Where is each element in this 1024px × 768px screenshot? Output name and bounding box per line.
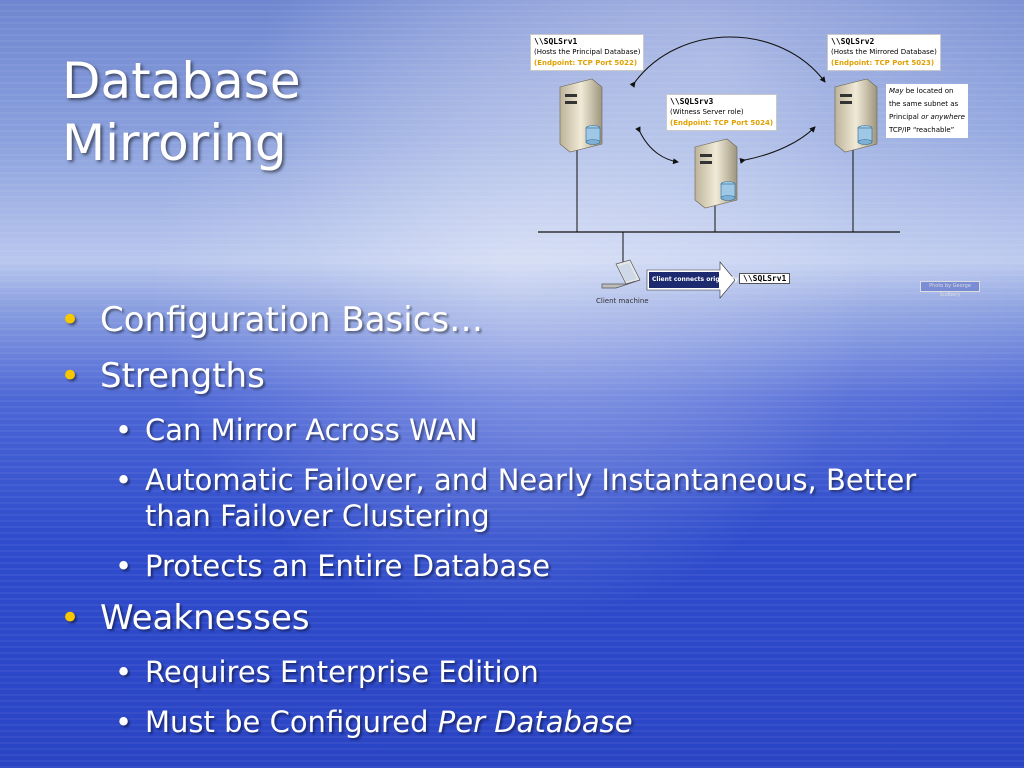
note-line1: be located on <box>903 87 954 95</box>
bullet-dot: • <box>60 598 81 638</box>
sqlsrv2-name: \\SQLSrv2 <box>831 37 875 46</box>
bullet-text: Configuration Basics… <box>100 300 484 340</box>
sub-bullet-wan: • Can Mirror Across WAN <box>60 412 980 448</box>
sub-bullet-failover: • Automatic Failover, and Nearly Instant… <box>60 462 980 534</box>
diagram-graphics <box>538 36 900 299</box>
sqlsrv3-role: (Witness Server role) <box>670 108 744 116</box>
photo-credit: Photo by George Sudbery <box>920 281 980 298</box>
sub-bullet-emphasis: Per Database <box>437 705 633 739</box>
bullet-strengths: • Strengths <box>60 356 980 396</box>
sub-bullet-text-line2: than Failover Clustering <box>145 499 490 533</box>
server-3-icon <box>694 138 738 209</box>
sqlsrv1-name: \\SQLSrv1 <box>534 37 578 46</box>
sub-bullet-text: Protects an Entire Database <box>145 549 551 583</box>
bullet-text: Strengths <box>100 356 265 396</box>
sub-bullet-enterprise: • Requires Enterprise Edition <box>60 654 980 690</box>
sqlsrv2-role: (Hosts the Mirrored Database) <box>831 48 937 56</box>
sub-bullet-dot: • <box>115 413 133 447</box>
note-line3-anywhere: anywhere <box>930 113 965 121</box>
server-1-icon <box>559 78 603 153</box>
bullet-dot: • <box>60 356 81 396</box>
client-machine-label: Client machine <box>596 297 649 305</box>
client-connects-text: Client connects originally to: <box>652 276 750 283</box>
sqlsrv3-label: \\SQLSrv3 (Witness Server role) (Endpoin… <box>666 94 778 131</box>
sub-bullet-dot: • <box>115 705 133 739</box>
sqlsrv3-name: \\SQLSrv3 <box>670 97 714 106</box>
bullet-list: • Configuration Basics… • Strengths • Ca… <box>60 300 980 754</box>
sqlsrv1-port: (Endpoint: TCP Port 5022) <box>534 59 638 67</box>
mirroring-diagram: \\SQLSrv1 (Hosts the Principal Database)… <box>530 32 990 312</box>
server-2-icon <box>834 78 878 153</box>
sub-bullet-dot: • <box>115 655 133 689</box>
note-line3-prefix: Principal <box>889 113 922 121</box>
sqlsrv2-port: (Endpoint: TCP Port 5023) <box>831 59 935 67</box>
bullet-configuration: • Configuration Basics… <box>60 300 980 340</box>
sub-bullet-text: Requires Enterprise Edition <box>145 655 539 689</box>
sub-bullet-text-line1: Automatic Failover, and Nearly Instantan… <box>145 463 917 497</box>
bullet-dot: • <box>60 300 81 340</box>
slide-title: Database Mirroring <box>62 50 382 174</box>
location-note: May be located on the same subnet as Pri… <box>886 84 968 138</box>
bullet-weaknesses: • Weaknesses <box>60 598 980 638</box>
arc-primary-witness <box>635 126 679 165</box>
note-may: May <box>889 87 904 95</box>
sqlsrv1-role: (Hosts the Principal Database) <box>534 48 641 56</box>
title-line-1: Database <box>62 52 301 110</box>
note-line2: the same subnet as <box>889 100 959 108</box>
arc-witness-mirror <box>739 126 816 164</box>
arc-primary-mirror <box>629 36 826 88</box>
note-line4: TCP/IP “reachable” <box>889 126 955 134</box>
sub-bullet-dot: • <box>115 549 133 583</box>
sub-bullet-dot: • <box>115 463 133 497</box>
client-target-label: \\SQLSrv1 <box>739 273 791 284</box>
sqlsrv2-label: \\SQLSrv2 (Hosts the Mirrored Database) … <box>827 34 941 71</box>
sub-bullet-text: Can Mirror Across WAN <box>145 413 478 447</box>
sqlsrv1-label: \\SQLSrv1 (Hosts the Principal Database)… <box>530 34 645 71</box>
sub-bullet-text: Must be Configured <box>145 705 438 739</box>
sqlsrv3-port: (Endpoint: TCP Port 5024) <box>670 119 774 127</box>
note-line3-or: or <box>921 113 931 121</box>
title-line-2: Mirroring <box>62 114 287 172</box>
sub-bullet-per-database: • Must be Configured Per Database <box>60 704 980 740</box>
bullet-text: Weaknesses <box>100 598 310 638</box>
laptop-icon <box>601 259 641 289</box>
sub-bullet-protects: • Protects an Entire Database <box>60 548 980 584</box>
